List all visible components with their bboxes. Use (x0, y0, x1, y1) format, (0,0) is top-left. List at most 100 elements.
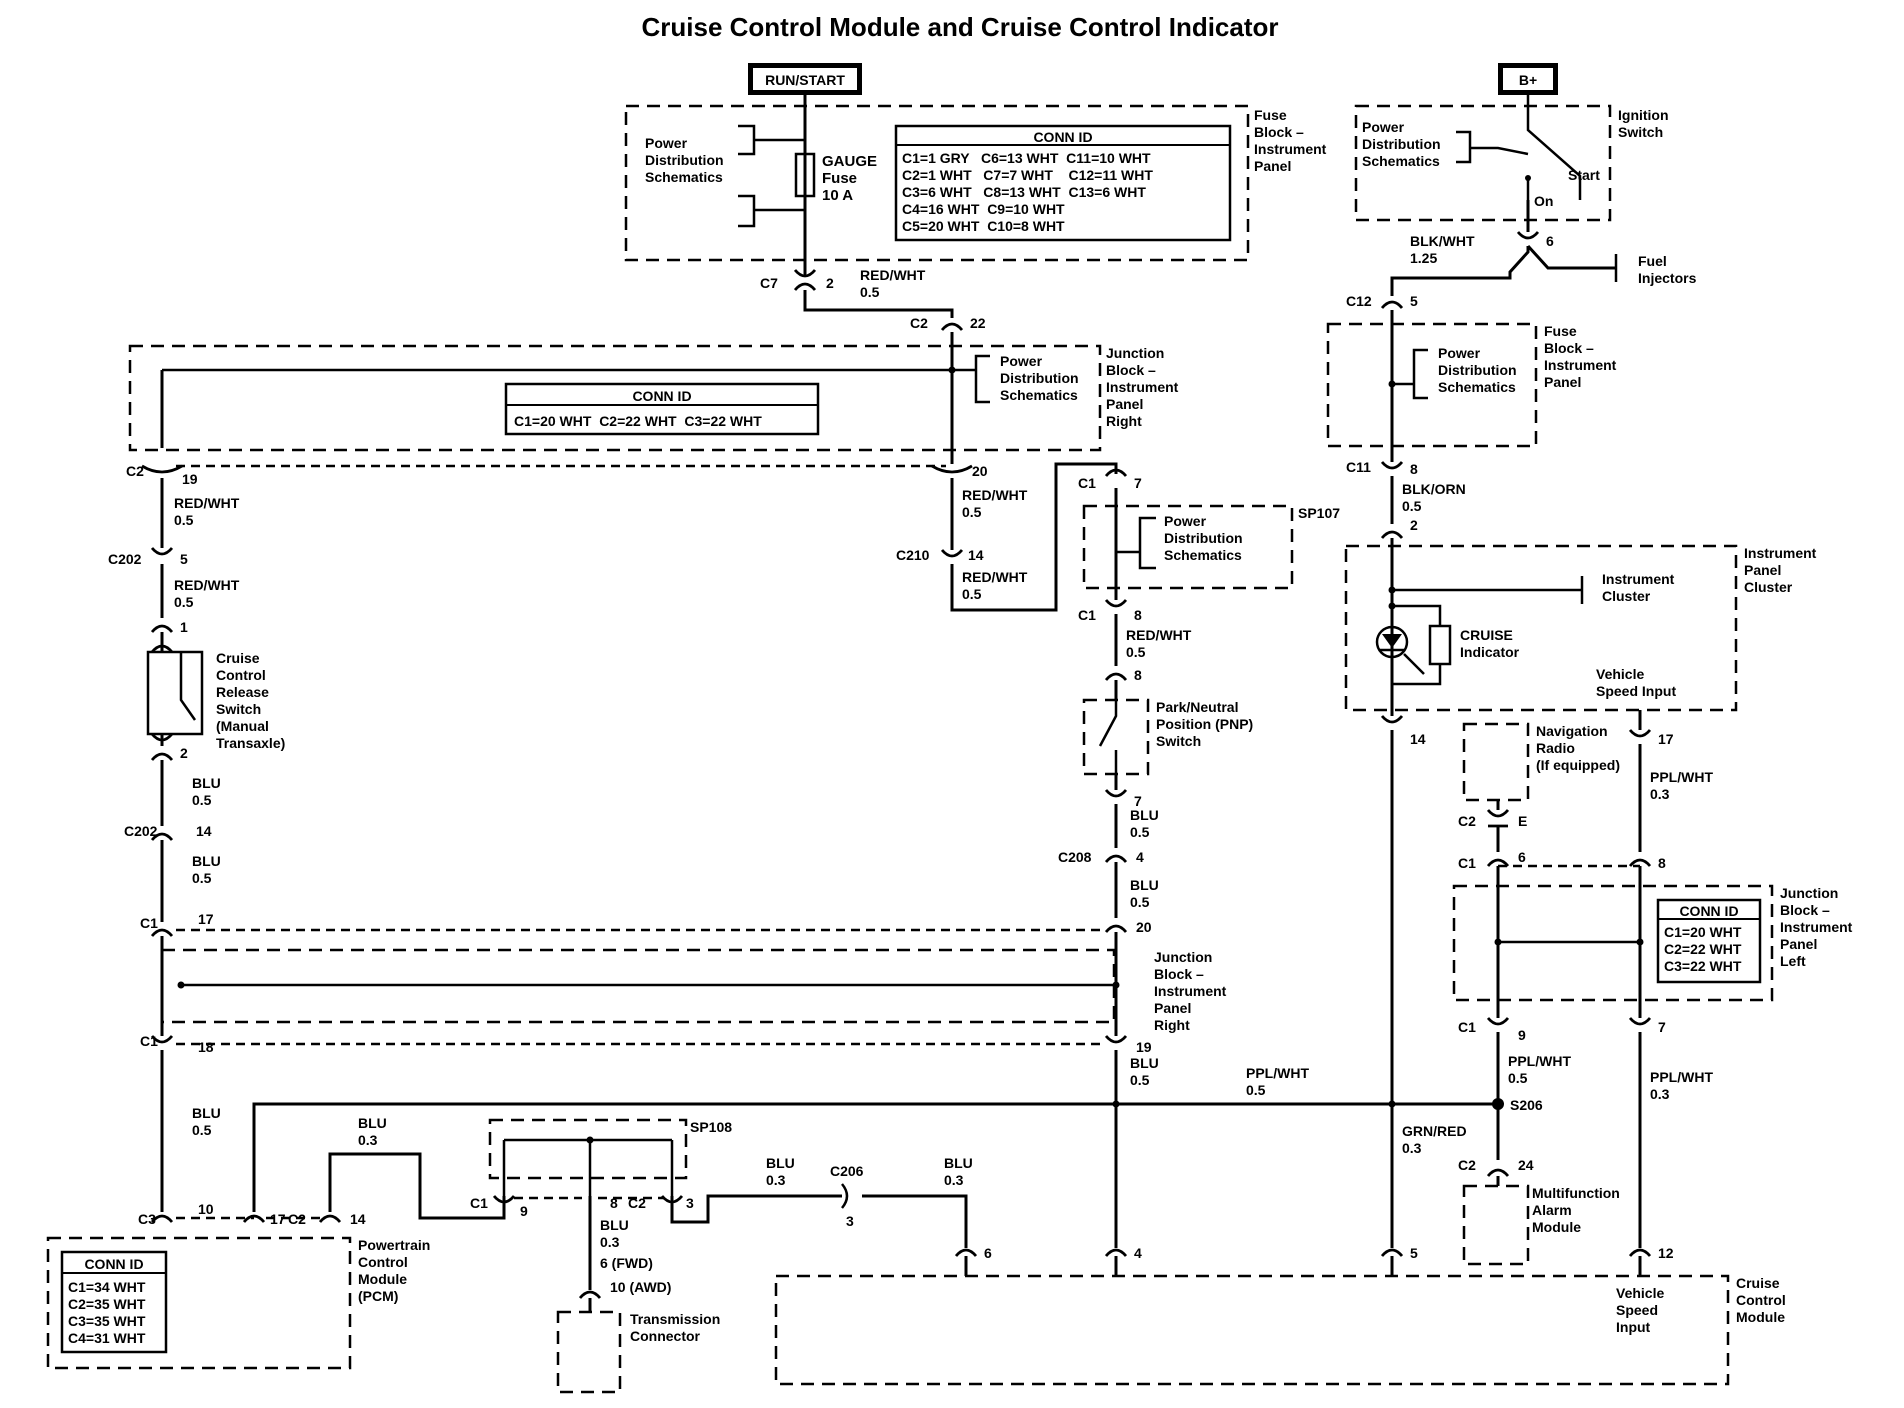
svg-text:Block –: Block – (1154, 966, 1204, 982)
svg-text:C1=34 WHT: C1=34 WHT (68, 1279, 146, 1295)
svg-text:9: 9 (1518, 1027, 1526, 1043)
fuse-block-ip: Fuse Block – Instrument Panel Power Dist… (624, 104, 1327, 262)
cruise-control-release-switch: Cruise Control Release Switch (Manual Tr… (146, 650, 285, 751)
svg-text:Speed: Speed (1616, 1302, 1658, 1318)
svg-text:0.5: 0.5 (962, 586, 982, 602)
svg-text:C3=6 WHT C8=13 WHT C13=6 WH: C3=6 WHT C8=13 WHT C13=6 WHT (902, 184, 1146, 200)
svg-text:Instrument: Instrument (1780, 919, 1853, 935)
svg-text:24: 24 (1518, 1157, 1534, 1173)
svg-text:Distribution: Distribution (645, 152, 724, 168)
svg-text:Instrument: Instrument (1154, 983, 1227, 999)
svg-text:BLU: BLU (358, 1115, 387, 1131)
navigation-radio: Navigation Radio (If equipped) (1462, 722, 1620, 802)
svg-text:Distribution: Distribution (1438, 362, 1517, 378)
svg-text:8: 8 (610, 1195, 618, 1211)
svg-text:Schematics: Schematics (1438, 379, 1516, 395)
svg-text:BLU: BLU (1130, 877, 1159, 893)
svg-text:Instrument: Instrument (1602, 571, 1675, 587)
connector-symbols (141, 231, 1652, 1312)
svg-text:C1: C1 (1078, 607, 1096, 623)
svg-text:C2: C2 (126, 463, 144, 479)
svg-text:Module: Module (1532, 1219, 1581, 1235)
svg-text:6 (FWD): 6 (FWD) (600, 1255, 653, 1271)
svg-text:C2: C2 (910, 315, 928, 331)
svg-text:22: 22 (970, 315, 986, 331)
svg-text:C1=1 GRY C6=13 WHT C11=10 W: C1=1 GRY C6=13 WHT C11=10 WHT (902, 150, 1151, 166)
svg-text:0.5: 0.5 (1130, 1072, 1150, 1088)
svg-text:17: 17 (1658, 731, 1674, 747)
svg-text:Start: Start (1568, 167, 1600, 183)
svg-text:10 A: 10 A (822, 187, 853, 204)
svg-text:SP108: SP108 (690, 1119, 732, 1135)
svg-text:BLU: BLU (192, 1105, 221, 1121)
svg-text:RED/WHT: RED/WHT (962, 569, 1028, 585)
svg-text:C1=20 WHT: C1=20 WHT (1664, 924, 1742, 940)
svg-text:Alarm: Alarm (1532, 1202, 1572, 1218)
svg-text:BLU: BLU (192, 853, 221, 869)
conn-id-jb-left: CONN ID C1=20 WHT C2=22 WHT C3=22 WHT (1656, 898, 1762, 984)
svg-text:CONN ID: CONN ID (632, 388, 691, 404)
svg-text:Vehicle: Vehicle (1596, 666, 1644, 682)
svg-text:C2: C2 (1458, 1157, 1476, 1173)
instrument-panel-cluster: Instrument Panel Cluster Instrument Clus… (1344, 544, 1817, 712)
svg-text:Schematics: Schematics (645, 169, 723, 185)
svg-text:8: 8 (1134, 607, 1142, 623)
svg-text:PPL/WHT: PPL/WHT (1650, 1069, 1713, 1085)
svg-text:0.5: 0.5 (192, 870, 212, 886)
svg-text:Panel: Panel (1544, 374, 1581, 390)
svg-text:0.5: 0.5 (1130, 894, 1150, 910)
pnp-switch: Park/Neutral Position (PNP) Switch (1082, 698, 1253, 776)
svg-text:7: 7 (1658, 1019, 1666, 1035)
svg-text:2: 2 (180, 745, 188, 761)
svg-text:Connector: Connector (630, 1328, 701, 1344)
conn-id-pcm: CONN ID C1=34 WHT C2=35 WHT C3=35 WHT C4… (60, 1250, 168, 1354)
svg-text:C7: C7 (760, 275, 778, 291)
svg-text:Module: Module (1736, 1309, 1785, 1325)
svg-text:(PCM): (PCM) (358, 1288, 398, 1304)
svg-text:S206: S206 (1510, 1097, 1543, 1113)
svg-text:0.5: 0.5 (1126, 644, 1146, 660)
svg-text:0.5: 0.5 (1508, 1070, 1528, 1086)
svg-text:C2: C2 (1458, 813, 1476, 829)
svg-text:C210: C210 (896, 547, 930, 563)
svg-text:Control: Control (358, 1254, 408, 1270)
svg-text:Switch: Switch (216, 701, 261, 717)
svg-text:Instrument: Instrument (1544, 357, 1617, 373)
svg-text:14: 14 (968, 547, 984, 563)
svg-text:1.25: 1.25 (1410, 250, 1437, 266)
sp107-pds: SP107 Power Distribution Schematics (1082, 504, 1340, 590)
svg-text:Block –: Block – (1544, 340, 1594, 356)
svg-text:Navigation: Navigation (1536, 723, 1608, 739)
svg-text:6: 6 (1546, 233, 1554, 249)
svg-text:8: 8 (1134, 667, 1142, 683)
junction-block-ip-right-upper: Junction Block – Instrument Panel Right … (128, 344, 1179, 452)
svg-text:12: 12 (1658, 1245, 1674, 1261)
svg-text:5: 5 (180, 551, 188, 567)
svg-text:9: 9 (520, 1203, 528, 1219)
bplus-power: B+ (1498, 63, 1558, 95)
svg-text:C12: C12 (1346, 293, 1372, 309)
svg-text:Cruise: Cruise (1736, 1275, 1780, 1291)
svg-text:Cruise: Cruise (216, 650, 260, 666)
svg-text:C2: C2 (288, 1211, 306, 1227)
svg-text:Powertrain: Powertrain (358, 1237, 430, 1253)
svg-text:CONN ID: CONN ID (84, 1256, 143, 1272)
svg-text:Control: Control (1736, 1292, 1786, 1308)
svg-text:BLK/ORN: BLK/ORN (1402, 481, 1466, 497)
svg-text:C4=31 WHT: C4=31 WHT (68, 1330, 146, 1346)
svg-text:5: 5 (1410, 1245, 1418, 1261)
svg-text:17: 17 (270, 1211, 286, 1227)
svg-text:Power: Power (645, 135, 688, 151)
svg-text:CONN ID: CONN ID (1033, 129, 1092, 145)
svg-text:C4=16 WHT C9=10 WHT: C4=16 WHT C9=10 WHT (902, 201, 1065, 217)
svg-text:14: 14 (1410, 731, 1426, 747)
svg-text:Instrument: Instrument (1744, 545, 1817, 561)
svg-text:Distribution: Distribution (1362, 136, 1441, 152)
svg-text:0.5: 0.5 (860, 284, 880, 300)
svg-text:8: 8 (1410, 461, 1418, 477)
svg-text:BLU: BLU (192, 775, 221, 791)
svg-text:Fuse: Fuse (1254, 107, 1287, 123)
svg-text:Speed Input: Speed Input (1596, 683, 1676, 699)
wire-labels: RED/WHT 0.5 RED/WHT 0.5 RED/WHT 0.5 RED/… (174, 233, 1713, 1250)
